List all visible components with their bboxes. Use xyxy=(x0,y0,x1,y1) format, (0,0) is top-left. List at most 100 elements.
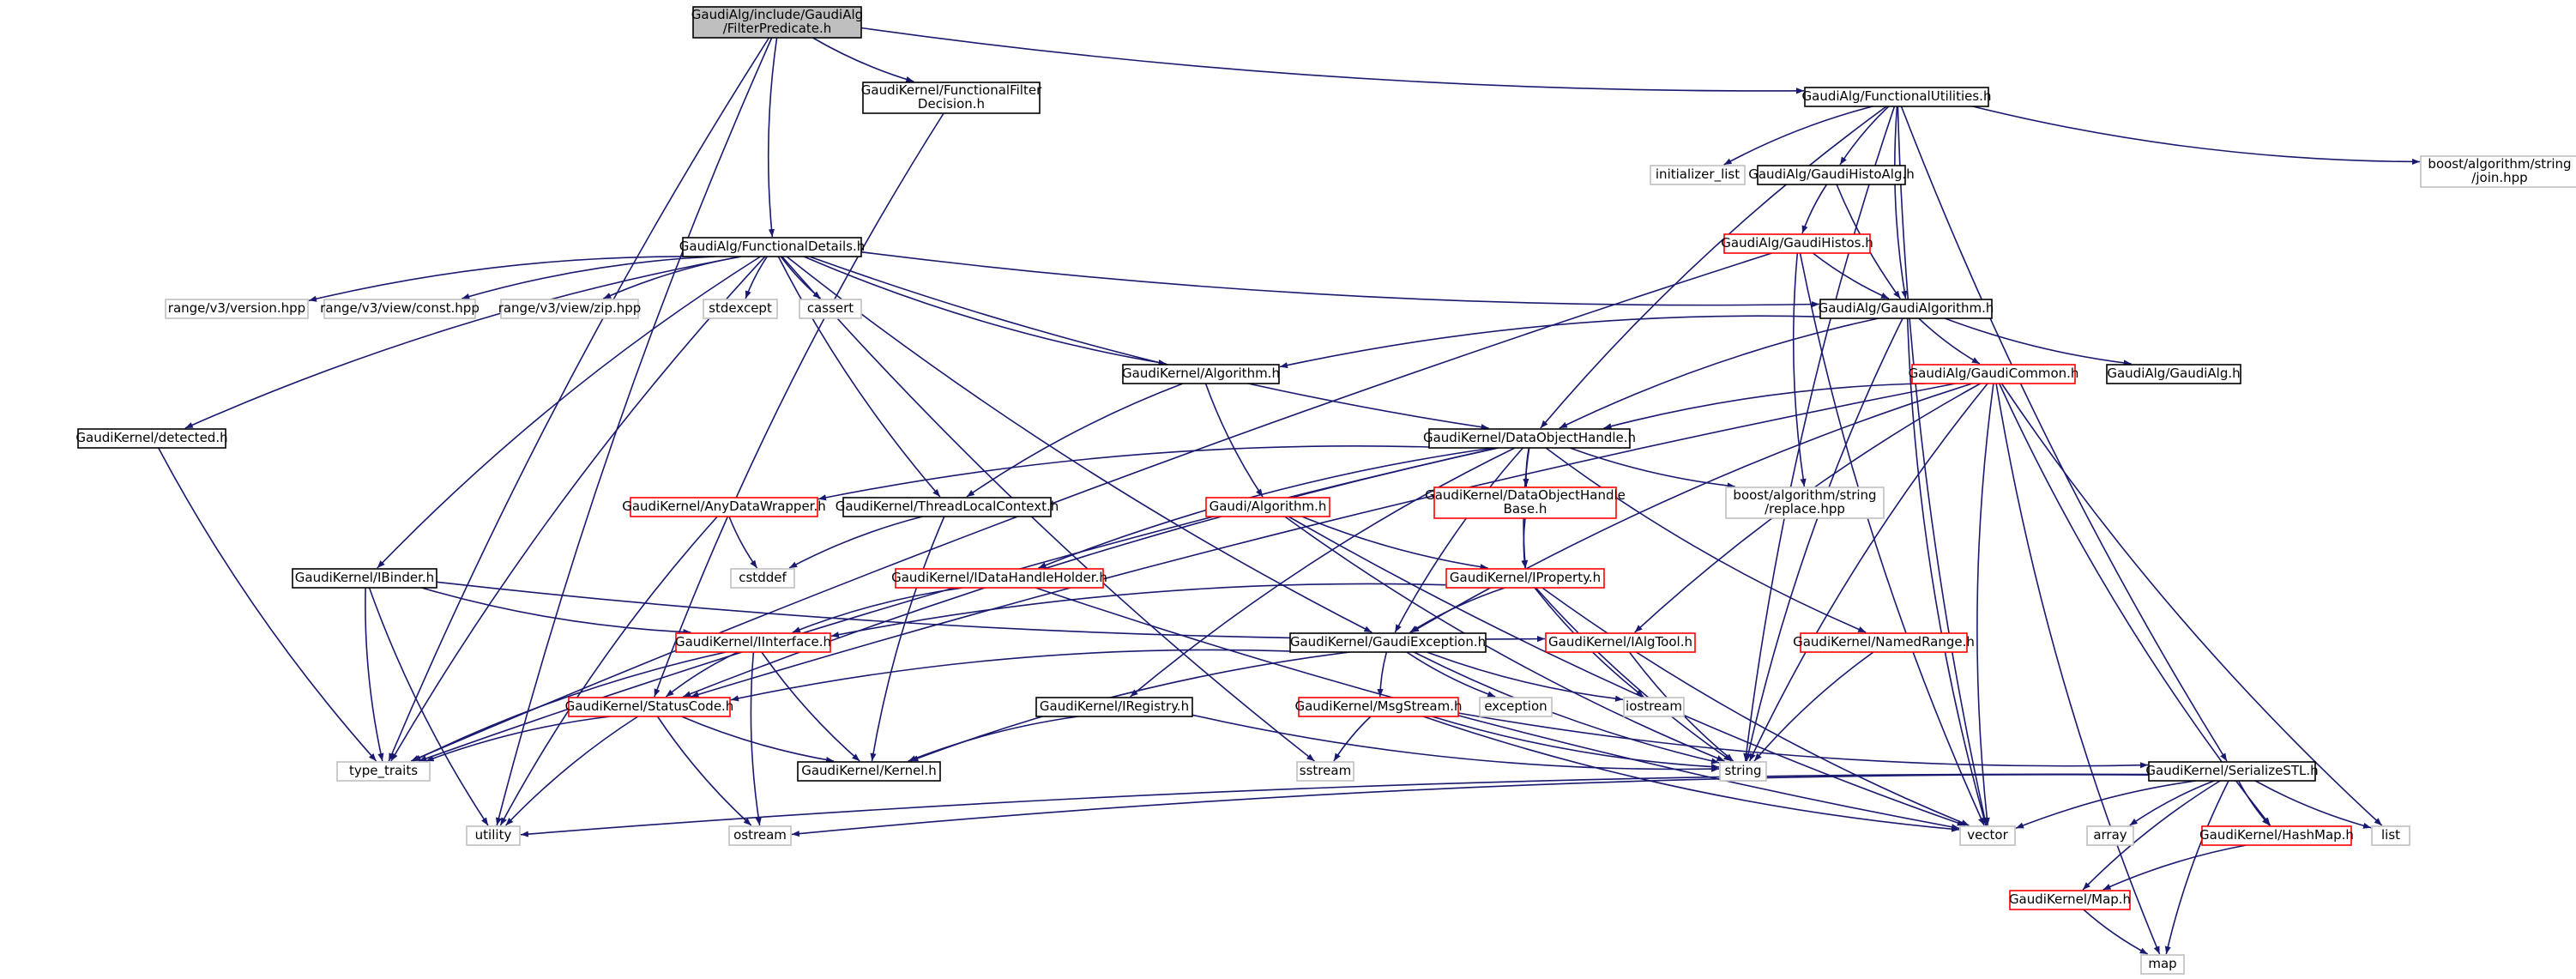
edge-ghistoalg-to-ghistos xyxy=(1801,184,1828,234)
node-label: list xyxy=(2381,827,2400,843)
edge-iint-to-ostream xyxy=(750,651,762,826)
node-box xyxy=(568,697,731,717)
node-label: utility xyxy=(475,827,512,843)
node-box xyxy=(2201,825,2352,846)
edge-fdet-to-tlc xyxy=(777,256,941,498)
node-label: GaudiKernel/DataObjectHandle.h xyxy=(1423,430,1636,445)
node-box xyxy=(1296,761,1354,782)
node-boostjoin: boost/algorithm/string/join.hpp xyxy=(2420,155,2576,188)
edge-futil-to-dohandle xyxy=(1540,106,1887,429)
node-galg[interactable]: GaudiAlg/GaudiAlg.h xyxy=(2106,364,2241,384)
node-label: type_traits xyxy=(349,763,418,779)
edge-status-to-ostream xyxy=(656,716,752,826)
node-futil[interactable]: GaudiAlg/FunctionalUtilities.h xyxy=(1802,87,1992,107)
edge-gaudialgorithm-to-vector xyxy=(1288,516,1965,826)
edge-futil-to-ghistoalg xyxy=(1839,106,1890,166)
node-box xyxy=(728,825,792,846)
edge-gcommon-to-string xyxy=(1748,383,1988,762)
node-label: GaudiAlg/include/GaudiAlg xyxy=(691,7,863,22)
node-layer: GaudiAlg/include/GaudiAlg/FilterPredicat… xyxy=(75,6,2576,975)
node-label: boost/algorithm/string xyxy=(1733,487,1876,503)
edge-iprop-to-vector xyxy=(1541,587,1970,826)
node-ghistoalg[interactable]: GaudiAlg/GaudiHistoAlg.h xyxy=(1748,165,1915,185)
node-rversion: range/v3/version.hpp xyxy=(165,299,309,319)
edge-fdet-to-rconst xyxy=(462,256,715,299)
node-box xyxy=(466,825,521,846)
node-box xyxy=(799,299,862,319)
node-gexc[interactable]: GaudiKernel/GaudiException.h xyxy=(1289,632,1487,653)
node-iregistry[interactable]: GaudiKernel/IRegistry.h xyxy=(1035,697,1193,717)
node-gaudialgorithm[interactable]: Gaudi/Algorithm.h xyxy=(1205,497,1330,517)
node-box xyxy=(842,497,1052,517)
node-kernel[interactable]: GaudiKernel/Kernel.h xyxy=(797,761,941,782)
edge-dohandle-to-anydata xyxy=(817,445,1430,501)
node-label: exception xyxy=(1484,698,1547,714)
edge-namedrange-to-string xyxy=(1753,651,1874,762)
node-msgstream[interactable]: GaudiKernel/MsgStream.h xyxy=(1294,697,1463,717)
edge-iprop-to-gexc xyxy=(1409,587,1505,633)
node-iprop[interactable]: GaudiKernel/IProperty.h xyxy=(1445,568,1605,589)
node-iint[interactable]: GaudiKernel/IInterface.h xyxy=(675,632,831,653)
edge-layer xyxy=(157,27,2421,955)
edge-ibinder-to-utility xyxy=(368,587,489,826)
node-status[interactable]: GaudiKernel/StatusCode.h xyxy=(565,697,734,717)
node-label: GaudiKernel/NamedRange.h xyxy=(1793,634,1975,650)
node-label: iostream xyxy=(1626,698,1682,714)
edge-fdet-to-stdexcept xyxy=(745,256,768,299)
edge-status-to-kernel xyxy=(681,716,835,764)
node-detected[interactable]: GaudiKernel/detected.h xyxy=(75,428,228,449)
node-kalgo[interactable]: GaudiKernel/Algorithm.h xyxy=(1122,364,1280,384)
node-box xyxy=(1723,233,1871,254)
node-box xyxy=(1479,697,1553,717)
node-box xyxy=(1428,428,1631,449)
node-box xyxy=(895,568,1104,589)
node-kmap[interactable]: GaudiKernel/Map.h xyxy=(2009,890,2131,910)
edge-serstl-to-vector xyxy=(2015,780,2197,830)
edge-iint-to-typetraits xyxy=(413,651,727,762)
node-root[interactable]: GaudiAlg/include/GaudiAlg/FilterPredicat… xyxy=(691,6,863,39)
edge-status-to-typetraits xyxy=(425,716,611,762)
node-gcommon[interactable]: GaudiAlg/GaudiCommon.h xyxy=(1909,364,2079,384)
node-label: GaudiKernel/AnyDataWrapper.h xyxy=(622,499,826,514)
node-ghistos[interactable]: GaudiAlg/GaudiHistos.h xyxy=(1721,233,1873,254)
node-box xyxy=(2371,825,2410,846)
edge-iint-to-kernel xyxy=(761,651,860,762)
node-rzip: range/v3/view/zip.hpp xyxy=(498,299,641,319)
node-box xyxy=(1650,165,1746,185)
edge-hashmap-to-kmap xyxy=(2102,844,2247,891)
node-label: Base.h xyxy=(1504,501,1547,517)
node-box xyxy=(77,428,226,449)
node-box xyxy=(1433,486,1617,519)
node-fdet[interactable]: GaudiAlg/FunctionalDetails.h xyxy=(679,237,865,257)
node-label: map xyxy=(2148,956,2176,971)
node-ialgtool[interactable]: GaudiKernel/IAlgTool.h xyxy=(1545,632,1696,653)
node-label: GaudiAlg/GaudiCommon.h xyxy=(1909,366,2079,381)
edge-msgstream-to-string xyxy=(1432,716,1720,771)
node-tlc[interactable]: GaudiKernel/ThreadLocalContext.h xyxy=(836,497,1059,517)
edge-dohbase-to-iprop xyxy=(1521,517,1528,569)
node-namedrange[interactable]: GaudiKernel/NamedRange.h xyxy=(1793,632,1975,653)
node-ibinder[interactable]: GaudiKernel/IBinder.h xyxy=(292,568,437,589)
node-label: GaudiKernel/HashMap.h xyxy=(2199,827,2354,843)
node-label: range/v3/version.hpp xyxy=(168,300,305,316)
node-serstl[interactable]: GaudiKernel/SerializeSTL.h xyxy=(2145,761,2319,782)
node-box xyxy=(1298,697,1459,717)
node-label: GaudiAlg/FunctionalUtilities.h xyxy=(1802,88,1992,104)
edge-gaudialgorithm-to-string xyxy=(1284,516,1725,762)
node-idhh[interactable]: GaudiKernel/IDataHandleHolder.h xyxy=(891,568,1107,589)
node-box xyxy=(730,568,795,589)
node-anydata[interactable]: GaudiKernel/AnyDataWrapper.h xyxy=(622,497,826,517)
edge-serstl-to-kmap xyxy=(2082,780,2221,891)
node-label: range/v3/view/const.hpp xyxy=(320,300,480,316)
edge-gexc-to-iostream xyxy=(1427,651,1624,702)
node-galgo[interactable]: GaudiAlg/GaudiAlgorithm.h xyxy=(1819,299,1994,319)
node-dohandle[interactable]: GaudiKernel/DataObjectHandle.h xyxy=(1423,428,1636,449)
node-hashmap[interactable]: GaudiKernel/HashMap.h xyxy=(2199,825,2354,846)
edge-anydata-to-cstddef xyxy=(728,516,758,569)
node-sstream: sstream xyxy=(1296,761,1354,782)
edge-fdet-to-dohandle xyxy=(809,256,1489,431)
node-box xyxy=(292,568,437,589)
edge-iregistry-to-kernel xyxy=(908,716,1079,762)
